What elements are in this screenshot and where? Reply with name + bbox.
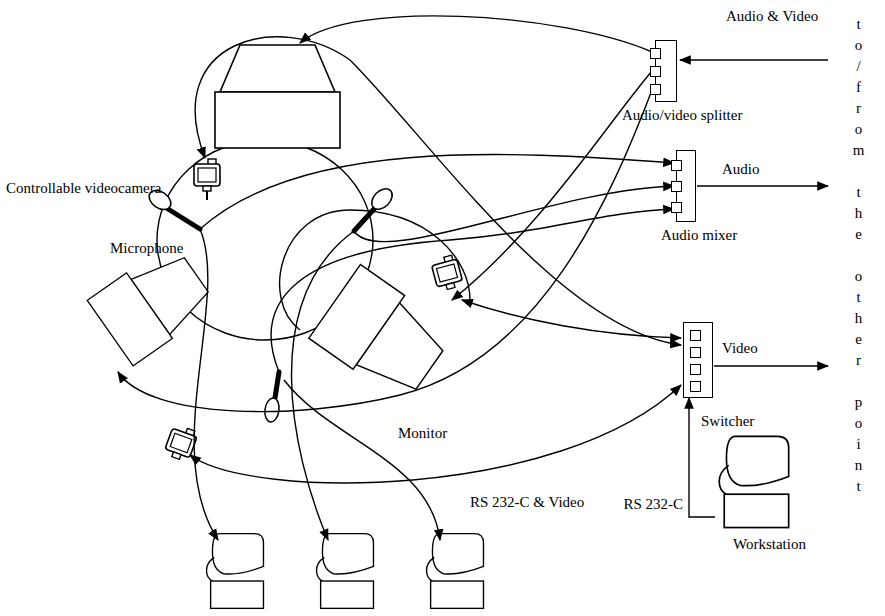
- signal-label: Audio & Video: [726, 8, 818, 25]
- drawing-part: [291, 231, 354, 540]
- left-monitor: [87, 241, 218, 366]
- drawing-part: [275, 372, 279, 398]
- drawing-part: [354, 208, 375, 231]
- drawing-part: [714, 365, 828, 366]
- drawing-part: [284, 380, 440, 540]
- wire: [118, 16, 828, 540]
- drawing-part: [215, 92, 340, 148]
- node-label: Switcher: [701, 413, 754, 430]
- signal-label: Audio: [722, 161, 760, 178]
- drawing-part: [194, 229, 218, 540]
- workstation-icon: [317, 534, 374, 609]
- port-socket: [690, 381, 701, 392]
- port-socket: [690, 364, 701, 375]
- workstation-icon: [427, 534, 484, 609]
- switcher-box: Switcher: [683, 322, 713, 398]
- workstation: Workstation: [715, 432, 799, 532]
- drawing-part: [271, 209, 674, 372]
- drawing-part: [368, 185, 396, 213]
- part-label: Controllable videocamera: [6, 180, 161, 197]
- drawing-part: [190, 385, 681, 483]
- drawing-part: [206, 191, 208, 200]
- node-label: Workstation: [733, 536, 806, 553]
- port-socket: [650, 48, 661, 59]
- mixer-box: Audio mixer: [676, 150, 696, 222]
- videocamera: [430, 254, 463, 292]
- node-label: Audio mixer: [661, 227, 737, 244]
- port-socket: [671, 202, 682, 213]
- drawing-part: [719, 436, 788, 527]
- port-socket: [650, 66, 661, 77]
- drawing-part: [220, 45, 335, 92]
- splitter-box: Audio/video splitter: [655, 40, 677, 102]
- edge-label: RS 232-C: [623, 496, 683, 513]
- drawing-part: [452, 71, 652, 300]
- workstation-icon: [207, 534, 264, 609]
- signal-label: RS 232-C & Video: [470, 494, 584, 511]
- side-note: to/from the other point: [851, 14, 866, 497]
- port-socket: [671, 160, 682, 171]
- drawing-part: [697, 185, 828, 186]
- top-monitor: [215, 45, 340, 148]
- node-label: Audio/video splitter: [622, 107, 742, 124]
- microphone: [263, 372, 280, 423]
- drawing-part: [118, 90, 652, 412]
- drawing-part: [168, 209, 200, 229]
- drawing-part: [300, 16, 652, 52]
- drawing-part: [200, 155, 674, 229]
- signal-label: Video: [722, 340, 758, 357]
- port-socket: [671, 181, 682, 192]
- port-socket: [690, 330, 701, 341]
- part-label: Monitor: [398, 425, 447, 442]
- part-label: Microphone: [110, 240, 183, 257]
- workstation-icon: [715, 432, 799, 532]
- port-socket: [650, 84, 661, 95]
- drawing-part: [195, 37, 681, 345]
- drawing-part: [462, 300, 681, 338]
- drawing-part: [680, 59, 828, 60]
- microphone: [354, 185, 396, 231]
- drawing-part: [263, 397, 280, 423]
- port-socket: [690, 347, 701, 358]
- videocamera: [194, 159, 220, 191]
